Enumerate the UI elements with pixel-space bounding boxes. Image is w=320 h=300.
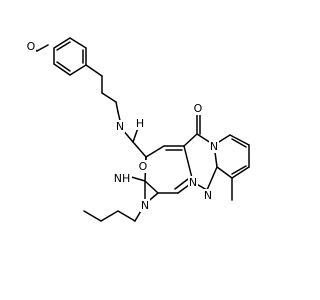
- imino-group: NH: [112, 172, 132, 185]
- amide-oxygen: O: [138, 160, 148, 173]
- methoxy-oxygen-label: O: [27, 40, 36, 53]
- chemical-structure: O N H O O N NH N: [26, 37, 250, 222]
- imino-label: NH: [114, 172, 131, 185]
- butyl-nitrogen: N: [140, 199, 150, 212]
- bond-lines: [26, 37, 250, 222]
- amide-hydrogen-label: H: [136, 117, 144, 130]
- ring-nitrogen: N: [188, 176, 198, 189]
- methyl-nitrogen: N: [203, 189, 213, 202]
- amide-nitrogen-label: N: [116, 120, 124, 133]
- pyrido-nitrogen-label: N: [210, 140, 218, 153]
- pyrido-nitrogen: N: [209, 140, 219, 153]
- keto-oxygen-label: O: [194, 102, 203, 115]
- methoxy-oxygen: O: [26, 40, 36, 53]
- methyl-nitrogen-label: N: [204, 189, 212, 202]
- butyl-nitrogen-label: N: [141, 199, 149, 212]
- amide-oxygen-label: O: [139, 160, 148, 173]
- keto-oxygen: O: [193, 102, 203, 115]
- amide-nitrogen: N: [115, 120, 125, 133]
- amide-hydrogen: H: [135, 117, 145, 130]
- ring-nitrogen-label: N: [189, 176, 197, 189]
- atom-labels: O N H O O N NH N: [26, 40, 219, 212]
